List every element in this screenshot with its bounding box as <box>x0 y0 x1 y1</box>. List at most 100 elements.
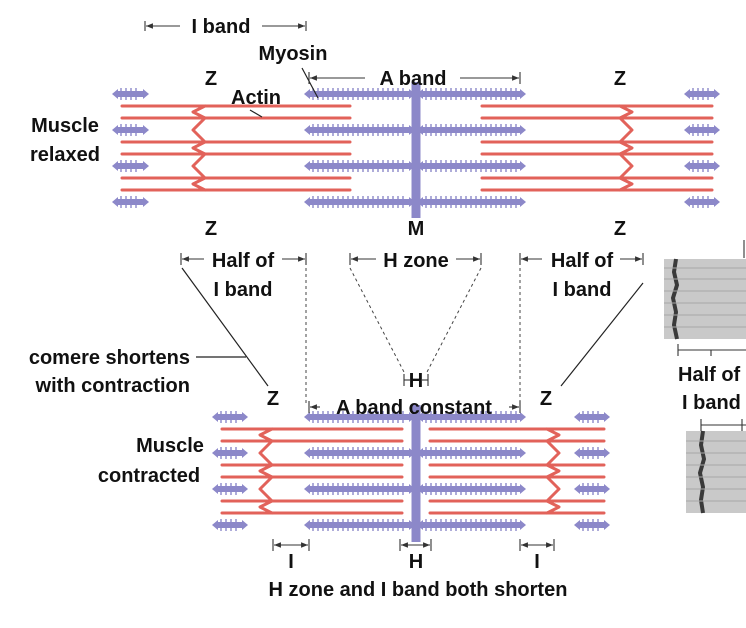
relaxed-myosin-edge-left-end <box>143 89 149 99</box>
contracted-z-disc-left <box>258 439 274 467</box>
contracted-myosin-left-end <box>304 484 310 494</box>
half-i-band-right-dimension: Half of I band <box>519 250 644 301</box>
h-zone-label: H zone <box>383 250 449 272</box>
contracted-z-disc-left <box>258 475 274 503</box>
muscle-relaxed-label-line1: Muscle <box>31 115 99 137</box>
micrograph-contracted <box>686 431 746 513</box>
h-zone-dimension: H zone <box>349 250 482 272</box>
muscle-relaxed-label-line2: relaxed <box>30 144 100 166</box>
contracted-myosin-left-end <box>304 520 310 530</box>
micrograph-label-line1: Half of <box>678 364 741 386</box>
contracted-z-disc-right <box>545 463 561 479</box>
relaxed-myosin-edge-left-end <box>112 161 118 171</box>
h-label-bottom: H <box>409 551 423 573</box>
contracted-myosin-right-end <box>520 448 526 458</box>
micrograph-texture-relaxed <box>664 267 746 328</box>
contracted-z-disc-right <box>545 439 561 467</box>
contracted-bottom-dimensions <box>272 539 555 551</box>
i-label-left: I <box>288 551 294 573</box>
relaxed-z-disc-right <box>618 152 634 180</box>
relaxed-myosin-right-end <box>520 197 526 207</box>
electron-micrographs: Half of I band <box>664 240 746 514</box>
sarcomere-shortens-label-line2: with contraction <box>35 375 190 397</box>
relaxed-myosin-left-end <box>304 89 310 99</box>
relaxed-a-band-dimension: A band <box>308 68 521 90</box>
contracted-z-disc-left <box>258 463 274 479</box>
h-label-top: H <box>409 370 423 392</box>
relaxed-sarcomere <box>112 82 720 218</box>
actin-label: Actin <box>231 87 281 109</box>
contracted-myosin-right-end <box>520 484 526 494</box>
relaxed-myosin-edge-right-end <box>714 125 720 135</box>
i-band-label: I band <box>192 16 251 38</box>
contracted-myosin-edge-left-end <box>212 484 218 494</box>
contracted-z-disc-right <box>545 475 561 503</box>
z-label-contracted-right: Z <box>540 388 552 410</box>
contracted-myosin-edge-right-end <box>574 412 580 422</box>
micrograph-relaxed <box>664 259 746 339</box>
half-i-band-left-line1: Half of <box>212 250 275 272</box>
relaxed-z-disc-left <box>191 140 207 156</box>
relaxed-myosin-edge-left-end <box>143 125 149 135</box>
half-i-band-right-line2: I band <box>553 279 612 301</box>
a-band-label: A band <box>379 68 446 90</box>
contracted-z-disc-right <box>545 427 561 443</box>
contracted-myosin-edge-left-end <box>242 520 248 530</box>
micrograph-texture-contracted <box>686 440 746 502</box>
relaxed-z-disc-right <box>618 176 634 192</box>
contracted-myosin-edge-left-end <box>242 448 248 458</box>
half-i-band-left-line2: I band <box>214 279 273 301</box>
relaxed-myosin-edge-right-end <box>684 89 690 99</box>
correspondence-guides <box>181 267 644 405</box>
contracted-myosin-right-end <box>520 412 526 422</box>
relaxed-myosin-left-end <box>304 197 310 207</box>
myosin-label: Myosin <box>259 43 328 65</box>
relaxed-z-disc-right <box>618 104 634 120</box>
relaxed-myosin-edge-right-end <box>714 161 720 171</box>
contracted-myosin-edge-right-end <box>604 412 610 422</box>
m-label: M <box>408 218 425 240</box>
contracted-myosin-right-end <box>520 520 526 530</box>
contracted-h-dimension-top: H <box>403 370 429 392</box>
z-disc-band-relaxed <box>670 258 680 340</box>
relaxed-filaments <box>112 88 720 208</box>
relaxed-z-disc-right <box>618 116 634 144</box>
caption: H zone and I band both shorten <box>269 579 568 601</box>
z-label-contracted-left: Z <box>267 388 279 410</box>
relaxed-myosin-edge-right-end <box>684 197 690 207</box>
contracted-a-band-dimension: A band constant <box>308 397 521 419</box>
contracted-myosin-edge-right-end <box>574 520 580 530</box>
z-label-relaxed-right-top: Z <box>614 68 626 90</box>
contracted-filaments <box>212 411 610 531</box>
relaxed-z-disc-right <box>618 140 634 156</box>
relaxed-myosin-right-end <box>520 89 526 99</box>
contracted-z-disc-left <box>258 499 274 515</box>
relaxed-z-disc-left <box>191 152 207 180</box>
relaxed-z-disc-left <box>191 176 207 192</box>
z-label-relaxed-left-bottom: Z <box>205 218 217 240</box>
relaxed-myosin-edge-right-end <box>714 89 720 99</box>
contracted-myosin-edge-left-end <box>212 448 218 458</box>
relaxed-myosin-edge-left-end <box>112 89 118 99</box>
relaxed-z-disc-left <box>191 104 207 120</box>
sarcomere-shortens-label-line1: comere shortens <box>29 347 190 369</box>
relaxed-myosin-right-end <box>520 161 526 171</box>
contracted-myosin-edge-left-end <box>212 412 218 422</box>
relaxed-i-band-dimension: I band <box>144 16 307 38</box>
contracted-z-disc-left <box>258 427 274 443</box>
relaxed-myosin-edge-right-end <box>714 197 720 207</box>
myosin-pointer <box>301 67 319 99</box>
half-i-band-left-dimension: Half of I band <box>180 250 307 301</box>
micrograph-label-line2: I band <box>682 392 741 414</box>
relaxed-myosin-edge-left-end <box>112 125 118 135</box>
muscle-contracted-label-line2: contracted <box>98 465 200 487</box>
relaxed-myosin-left-end <box>304 125 310 135</box>
contracted-myosin-edge-left-end <box>242 484 248 494</box>
relaxed-z-disc-left <box>191 116 207 144</box>
contracted-myosin-left-end <box>304 412 310 422</box>
actin-pointer <box>249 109 263 118</box>
half-i-band-right-line1: Half of <box>551 250 614 272</box>
relaxed-myosin-edge-right-end <box>684 161 690 171</box>
contracted-myosin-edge-right-end <box>604 448 610 458</box>
